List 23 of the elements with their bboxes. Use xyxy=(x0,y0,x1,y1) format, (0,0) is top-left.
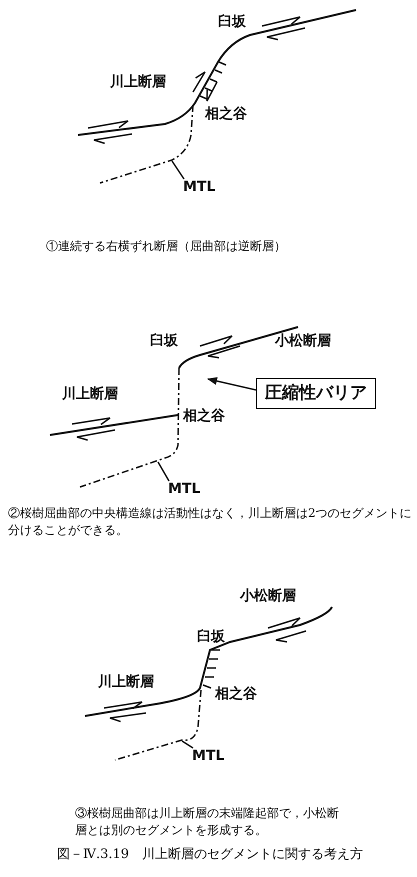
place-label: 相之谷 xyxy=(215,686,257,703)
place-label: 川上断層 xyxy=(110,74,166,91)
panel-caption: ③桜樹屈曲部は川上断層の末端隆起部で，小松断層とは別のセグメントを形成する。 xyxy=(75,805,340,839)
place-label: 川上断層 xyxy=(98,674,154,691)
leader-line xyxy=(157,462,170,482)
label-box: 圧縮性バリア xyxy=(256,378,376,409)
place-label: 小松断層 xyxy=(240,588,296,605)
map-label: MTL xyxy=(183,179,216,196)
leader-line xyxy=(182,740,194,749)
place-label: 臼坂 xyxy=(150,333,178,350)
place-label: 川上断層 xyxy=(62,386,118,403)
map-label: MTL xyxy=(168,481,200,498)
figure-caption: 図－Ⅳ.3.19 川上断層のセグメントに関する考え方 xyxy=(56,846,364,863)
place-label: 相之谷 xyxy=(205,106,247,123)
map-label: MTL xyxy=(192,748,224,765)
arrow xyxy=(207,377,256,391)
place-label: 臼坂 xyxy=(218,14,246,31)
panel-caption: ②桜樹屈曲部の中央構造線は活動性はなく，川上断層は2つのセグメントに分けることができる。 xyxy=(8,505,413,539)
panel-caption: ①連続する右横ずれ断層（屈曲部は逆断層） xyxy=(46,238,287,255)
leader-line xyxy=(171,160,185,180)
place-label: 相之谷 xyxy=(183,408,225,425)
place-label: 小松断層 xyxy=(275,333,331,350)
place-label: 臼坂 xyxy=(197,629,225,646)
